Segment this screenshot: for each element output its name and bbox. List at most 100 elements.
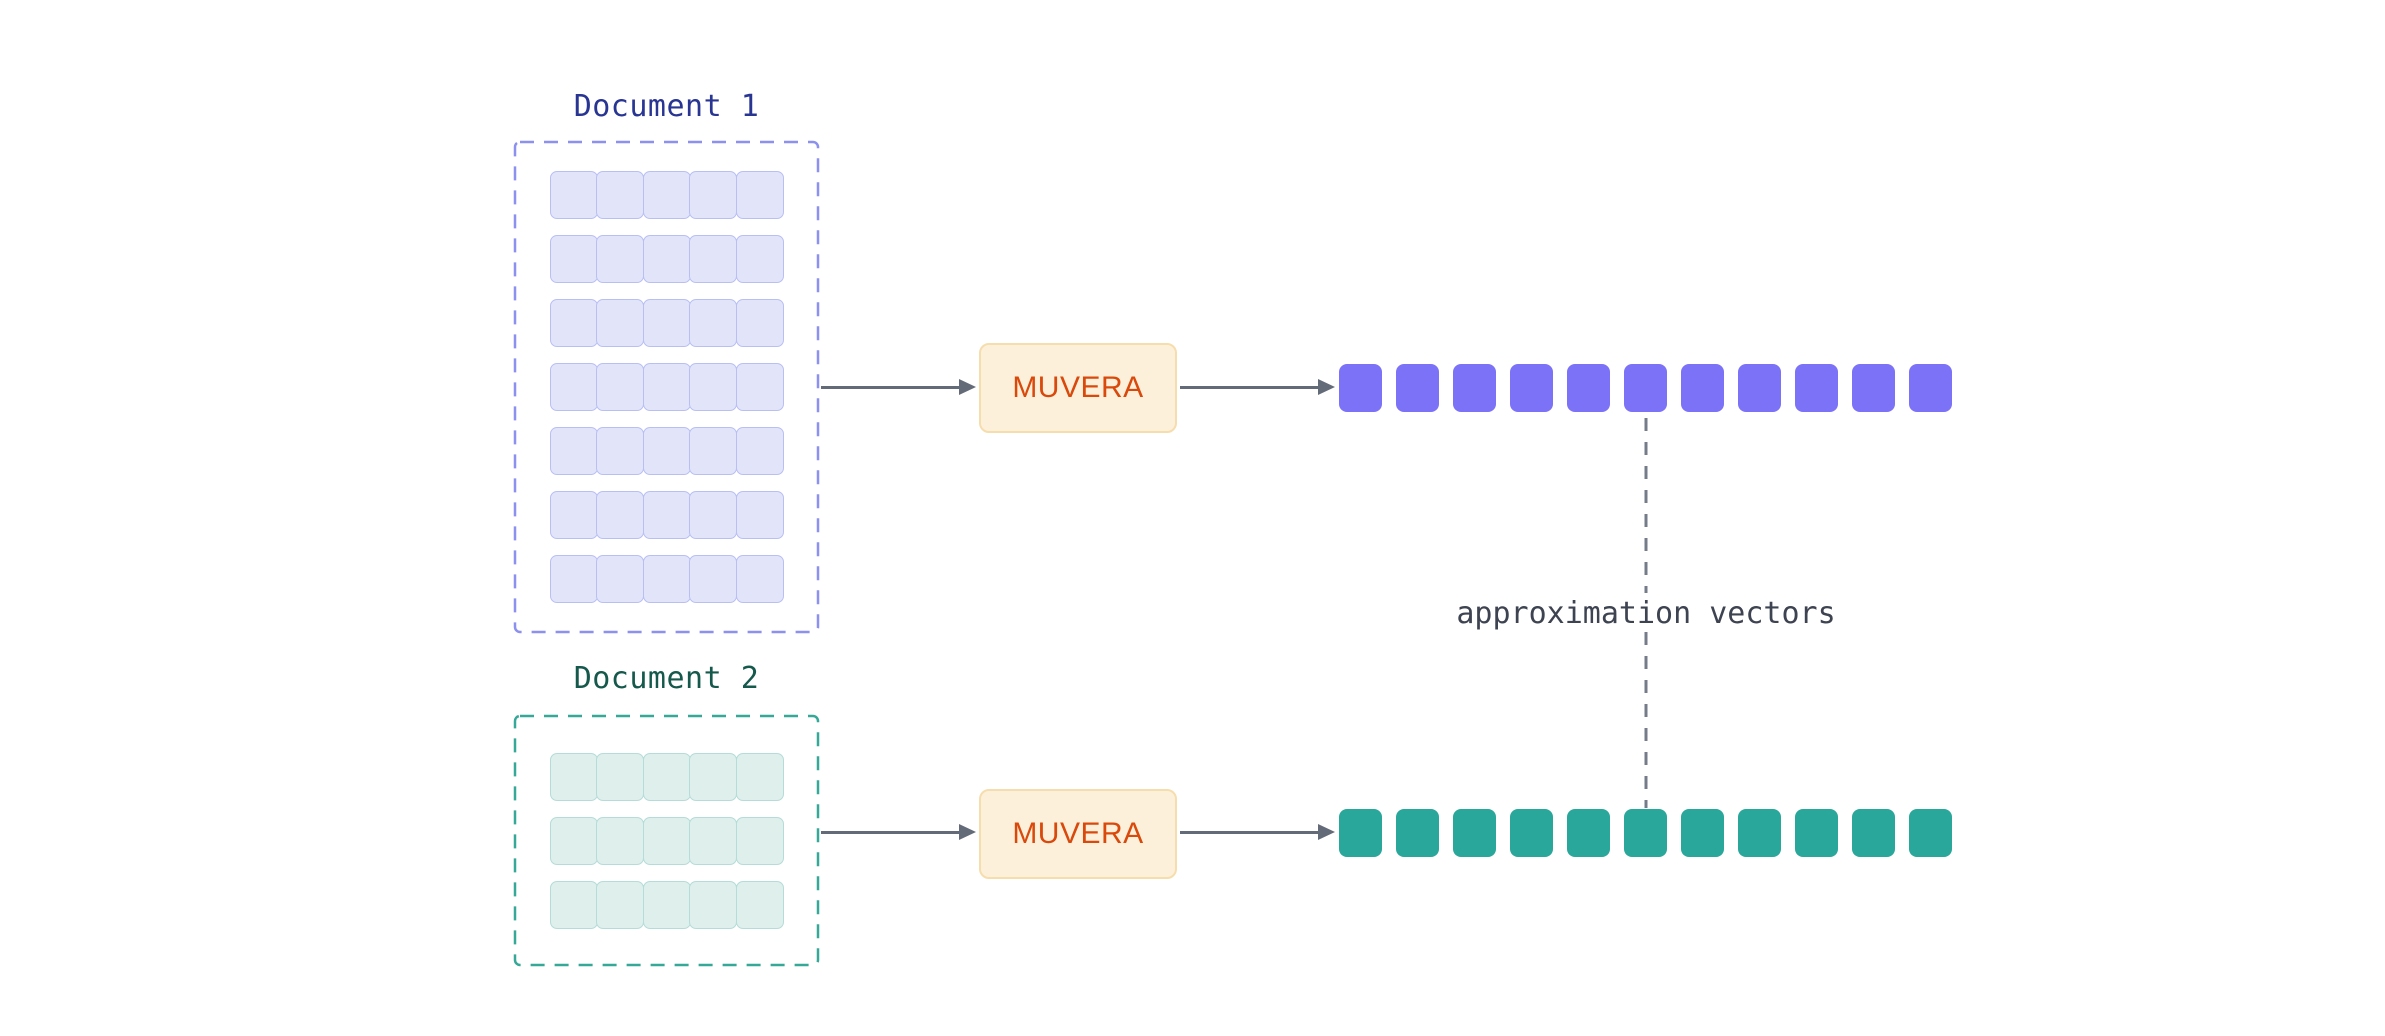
token-embedding-cell xyxy=(549,171,598,219)
token-embedding-cell xyxy=(735,235,784,283)
token-embedding-cell xyxy=(735,427,784,475)
approximation-vector-block xyxy=(1510,809,1553,857)
token-embedding-cell xyxy=(596,816,644,865)
token-embedding-cell xyxy=(596,299,644,347)
approximation-vector-block xyxy=(1681,364,1724,412)
token-embedding-cell xyxy=(549,491,598,539)
token-embedding-cell xyxy=(549,880,598,929)
token-embedding-cell xyxy=(596,171,644,219)
token-embedding-cell xyxy=(689,171,737,219)
approximation-vector-block xyxy=(1396,809,1439,857)
arrow-muvera-to-vectors-2 xyxy=(1180,824,1335,841)
document-2-token-grid xyxy=(513,714,820,967)
approximation-vector-block xyxy=(1339,809,1382,857)
approximation-vector-block xyxy=(1510,364,1553,412)
approximation-vector-block xyxy=(1396,364,1439,412)
arrow-head-icon xyxy=(1318,379,1335,395)
token-embedding-cell xyxy=(596,491,644,539)
document-1-dashed-border xyxy=(513,140,820,634)
approximation-vector-block xyxy=(1852,809,1895,857)
approximation-vectors-label: approximation vectors xyxy=(1456,596,1836,631)
document-2-dashed-border xyxy=(513,714,820,967)
approximation-vector-block xyxy=(1852,364,1895,412)
token-embedding-row xyxy=(549,752,784,801)
token-embedding-cell xyxy=(689,491,737,539)
token-embedding-cell xyxy=(735,752,784,801)
token-embedding-cell xyxy=(596,427,644,475)
approximation-vector-block xyxy=(1909,364,1952,412)
arrow-doc2-to-muvera xyxy=(821,824,976,841)
token-embedding-cell xyxy=(735,880,784,929)
document-2-label: Document 2 xyxy=(573,661,760,696)
token-embedding-cell xyxy=(549,555,598,603)
approximation-vector-block xyxy=(1567,364,1610,412)
arrow-muvera-to-vectors-1 xyxy=(1180,379,1335,396)
token-embedding-cell xyxy=(689,427,737,475)
token-embedding-cell xyxy=(549,427,598,475)
token-embedding-cell xyxy=(689,752,737,801)
token-embedding-cell xyxy=(735,491,784,539)
token-embedding-cell xyxy=(735,171,784,219)
token-embedding-cell xyxy=(735,816,784,865)
approximation-vector-block xyxy=(1738,809,1781,857)
token-embedding-cell xyxy=(642,491,691,539)
approximation-vector-block xyxy=(1795,809,1838,857)
token-embedding-row xyxy=(549,880,784,929)
token-embedding-cell xyxy=(642,555,691,603)
approximation-vector-block xyxy=(1738,364,1781,412)
approximation-vector-block xyxy=(1624,809,1667,857)
arrow-head-icon xyxy=(959,379,976,395)
token-embedding-cell xyxy=(549,752,598,801)
arrow-head-icon xyxy=(1318,824,1335,840)
token-embedding-cell xyxy=(642,816,691,865)
token-embedding-cell xyxy=(689,555,737,603)
dashed-connector-lower xyxy=(1644,632,1648,808)
token-embedding-cell xyxy=(596,752,644,801)
token-embedding-row xyxy=(549,299,784,347)
token-embedding-cell xyxy=(689,363,737,411)
token-embedding-cell xyxy=(549,235,598,283)
token-embedding-row xyxy=(549,555,784,603)
token-embedding-cell xyxy=(735,299,784,347)
token-embedding-cell xyxy=(642,235,691,283)
token-embedding-cell xyxy=(642,363,691,411)
token-embedding-cell xyxy=(596,363,644,411)
muvera-box-1: MUVERA xyxy=(979,343,1177,433)
token-embedding-cell xyxy=(549,299,598,347)
approximation-vector-block xyxy=(1453,809,1496,857)
token-embedding-row xyxy=(549,427,784,475)
token-embedding-cell xyxy=(642,171,691,219)
muvera-box-2: MUVERA xyxy=(979,789,1177,879)
token-embedding-cell xyxy=(689,880,737,929)
token-embedding-cell xyxy=(689,816,737,865)
token-embedding-cell xyxy=(735,363,784,411)
token-embedding-row xyxy=(549,171,784,219)
arrow-shaft xyxy=(1180,385,1319,390)
token-embedding-cell xyxy=(549,363,598,411)
token-embedding-cell xyxy=(642,752,691,801)
token-embedding-cell xyxy=(689,299,737,347)
token-embedding-cell xyxy=(549,816,598,865)
document-1-token-grid xyxy=(513,140,820,634)
token-embedding-cell xyxy=(735,555,784,603)
token-embedding-cell xyxy=(642,427,691,475)
approximation-vector-block xyxy=(1453,364,1496,412)
arrow-shaft xyxy=(821,385,960,390)
token-embedding-cell xyxy=(596,555,644,603)
document-1-label: Document 1 xyxy=(573,89,760,124)
token-embedding-cell xyxy=(596,235,644,283)
approximation-vector-block xyxy=(1339,364,1382,412)
arrow-head-icon xyxy=(959,824,976,840)
token-embedding-row xyxy=(549,816,784,865)
approximation-vector-block xyxy=(1909,809,1952,857)
dashed-connector-upper xyxy=(1644,418,1648,593)
token-embedding-row xyxy=(549,363,784,411)
token-embedding-row xyxy=(549,235,784,283)
token-embedding-cell xyxy=(642,299,691,347)
arrow-shaft xyxy=(1180,830,1319,835)
approximation-vector-row-1 xyxy=(1339,364,1952,412)
arrow-doc1-to-muvera xyxy=(821,379,976,396)
approximation-vector-block xyxy=(1681,809,1724,857)
token-embedding-cell xyxy=(596,880,644,929)
